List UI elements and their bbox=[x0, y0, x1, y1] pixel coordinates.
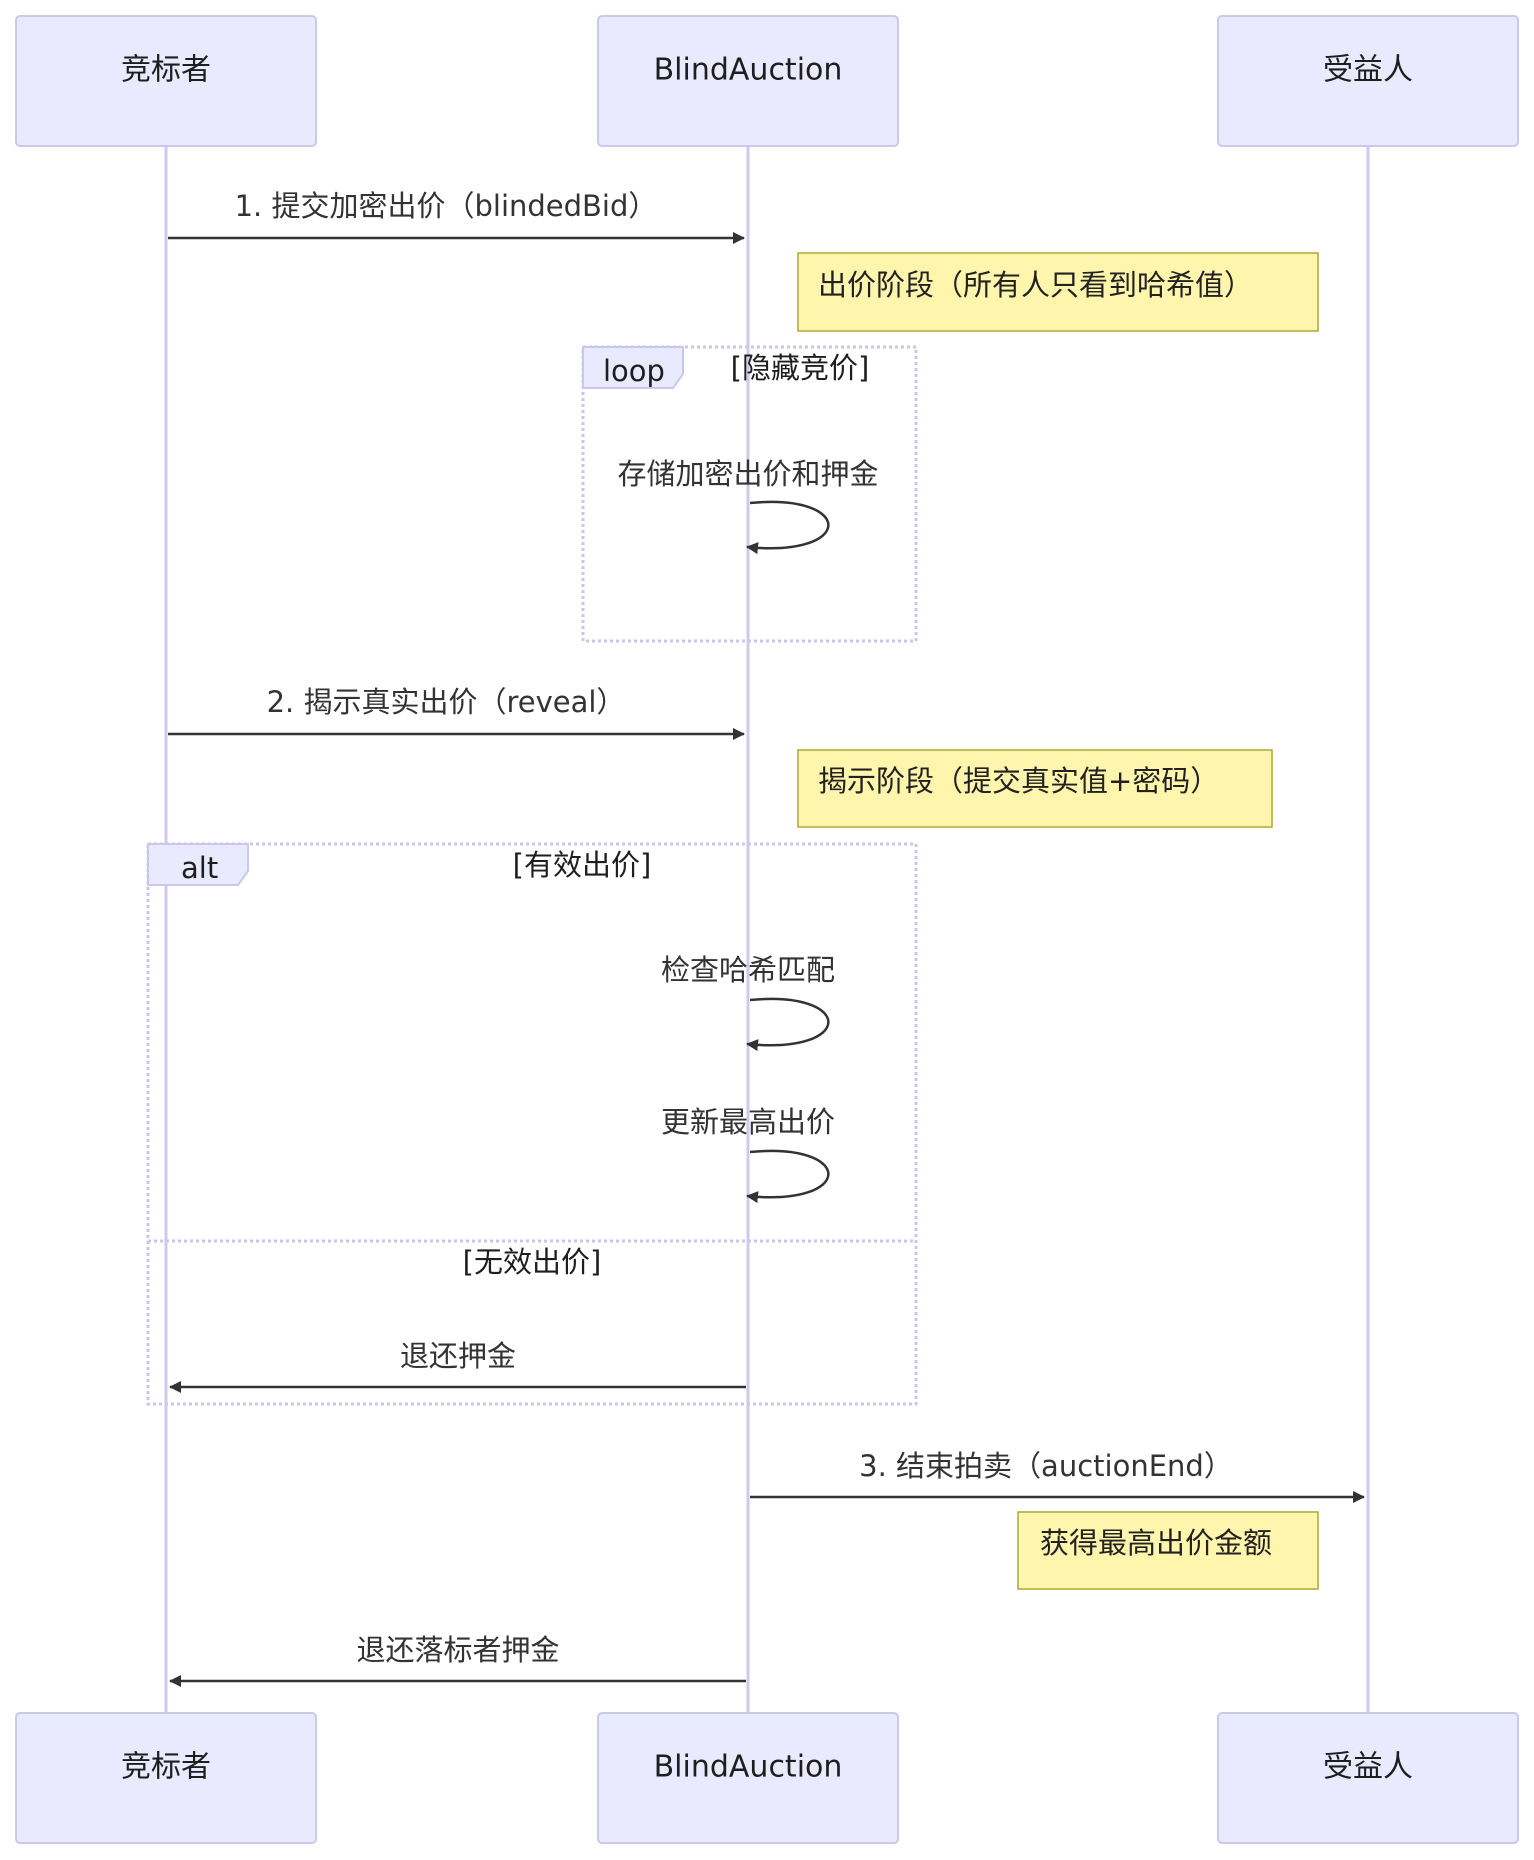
actor-contract-bottom-label: BlindAuction bbox=[654, 1750, 843, 1785]
note-receive: 获得最高出价金额 bbox=[1017, 1511, 1319, 1590]
message-submit-bid-label: 1. 提交加密出价（blindedBid） bbox=[235, 189, 658, 223]
alt-tab bbox=[147, 843, 249, 886]
note-receive-text: 获得最高出价金额 bbox=[1040, 1526, 1272, 1560]
alt-frame: alt [有效出价] [无效出价] bbox=[146, 842, 918, 1406]
actor-bidder-top: 竞标者 bbox=[15, 15, 317, 147]
actor-beneficiary-label: 受益人 bbox=[1323, 53, 1413, 88]
actor-bidder-bottom-label: 竞标者 bbox=[121, 1750, 211, 1785]
actor-beneficiary-top: 受益人 bbox=[1217, 15, 1519, 147]
loop-condition: [隐藏竞价] bbox=[731, 351, 870, 385]
loop-label: loop bbox=[603, 354, 665, 388]
actor-contract-top: BlindAuction bbox=[597, 15, 899, 147]
message-check-hash-arrow bbox=[746, 997, 830, 1052]
message-auction-end-label: 3. 结束拍卖（auctionEnd） bbox=[859, 1449, 1233, 1483]
loop-tab bbox=[582, 346, 684, 389]
message-store-arrow bbox=[746, 500, 830, 555]
alt-label: alt bbox=[181, 851, 218, 885]
message-reveal-label: 2. 揭示真实出价（reveal） bbox=[267, 685, 626, 719]
note-reveal-phase: 揭示阶段（提交真实值+密码） bbox=[797, 749, 1273, 828]
message-refund-losers-label: 退还落标者押金 bbox=[356, 1633, 559, 1667]
note-reveal-phase-text: 揭示阶段（提交真实值+密码） bbox=[818, 764, 1219, 798]
actor-contract-label: BlindAuction bbox=[654, 53, 843, 88]
message-refund-label: 退还押金 bbox=[400, 1339, 516, 1373]
actor-beneficiary-bottom-label: 受益人 bbox=[1323, 1750, 1413, 1785]
message-check-hash-label: 检查哈希匹配 bbox=[661, 953, 835, 987]
alt-condition: [有效出价] bbox=[513, 848, 652, 882]
actor-beneficiary-bottom: 受益人 bbox=[1217, 1712, 1519, 1844]
note-bid-phase-text: 出价阶段（所有人只看到哈希值） bbox=[818, 268, 1253, 302]
message-store-label: 存储加密出价和押金 bbox=[617, 457, 878, 491]
else-condition: [无效出价] bbox=[463, 1245, 602, 1279]
message-update-highest-arrow bbox=[746, 1149, 830, 1204]
actor-bidder-bottom: 竞标者 bbox=[15, 1712, 317, 1844]
note-bid-phase: 出价阶段（所有人只看到哈希值） bbox=[797, 252, 1319, 332]
message-update-highest-label: 更新最高出价 bbox=[661, 1105, 835, 1139]
actor-contract-bottom: BlindAuction bbox=[597, 1712, 899, 1844]
loop-frame: loop [隐藏竞价] bbox=[581, 345, 918, 643]
actor-bidder-label: 竞标者 bbox=[121, 53, 211, 88]
